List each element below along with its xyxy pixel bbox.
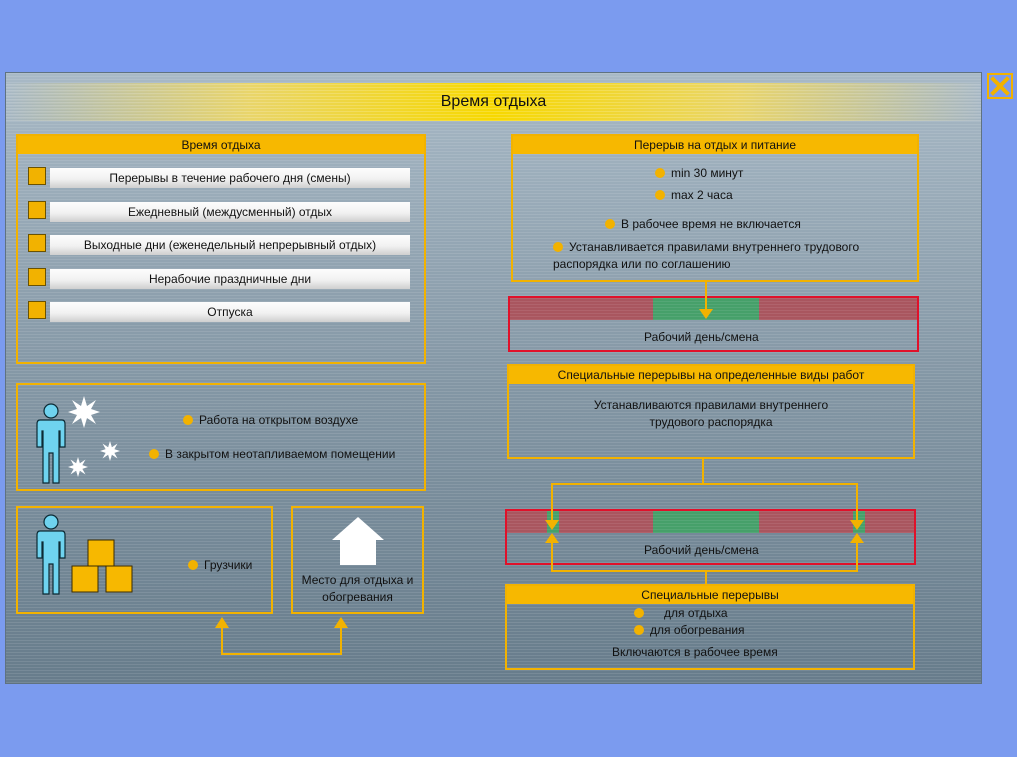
special-breaks-detail-header: Специальные перерывы: [507, 586, 913, 604]
special-breaks-header: Специальные перерывы на определенные вид…: [509, 366, 913, 384]
boxes-icon: [71, 539, 133, 593]
snowflake-icon: [100, 441, 120, 461]
bullet-icon: [655, 190, 665, 200]
bullet-icon: [183, 415, 193, 425]
rest-item-checkbox[interactable]: [28, 301, 46, 319]
work-segment: [559, 511, 653, 533]
person-icon: [36, 514, 66, 595]
meal-break-header: Перерыв на отдых и питание: [513, 136, 917, 154]
outdoor-item: Работа на открытом воздухе: [183, 413, 358, 427]
bullet-icon: [149, 449, 159, 459]
rest-item-label[interactable]: Нерабочие праздничные дни: [50, 269, 410, 289]
special-break-rest: для отдыха: [634, 606, 728, 620]
work-segment: [510, 298, 653, 320]
workday-label: Рабочий день/смена: [644, 543, 759, 557]
bullet-icon: [605, 219, 615, 229]
house-icon: [332, 517, 384, 565]
work-segment: [865, 511, 914, 533]
rest-item-holidays[interactable]: Нерабочие праздничные дни: [28, 268, 410, 289]
work-segment: [507, 511, 547, 533]
rest-time-header: Время отдыха: [18, 136, 424, 154]
workday-bar: Рабочий день/смена: [508, 296, 919, 352]
rest-item-weekends[interactable]: Выходные дни (еженедельный непрерывный о…: [28, 234, 410, 255]
close-icon: [990, 76, 1010, 96]
rest-item-checkbox[interactable]: [28, 201, 46, 219]
work-segment: [759, 511, 853, 533]
rest-place-label: Место для отдыха и обогревания: [301, 573, 414, 604]
rest-item-label[interactable]: Выходные дни (еженедельный непрерывный о…: [50, 235, 410, 255]
rest-item-breaks[interactable]: Перерывы в течение рабочего дня (смены): [28, 167, 410, 188]
rest-item-vacations[interactable]: Отпуска: [28, 301, 410, 322]
bullet-icon: [634, 608, 644, 618]
rest-item-daily[interactable]: Ежедневный (междусменный) отдых: [28, 201, 410, 222]
meal-break-not-included: В рабочее время не включается: [605, 217, 801, 231]
close-button[interactable]: [987, 73, 1013, 99]
loaders-box: Грузчики: [16, 506, 273, 614]
person-icon: [36, 403, 66, 484]
meal-break-segment: [653, 511, 759, 533]
unheated-room-item: В закрытом неотапливаемом помещении: [149, 447, 395, 461]
rest-item-checkbox[interactable]: [28, 167, 46, 185]
special-breaks-text: Устанавливаются правилами внутреннего тр…: [593, 398, 829, 429]
snowflake-icon: [68, 457, 88, 477]
workday-label: Рабочий день/смена: [644, 330, 759, 344]
rest-item-checkbox[interactable]: [28, 268, 46, 286]
bullet-icon: [655, 168, 665, 178]
rest-item-checkbox[interactable]: [28, 234, 46, 252]
loaders-item: Грузчики: [188, 558, 252, 572]
workday-bar: Рабочий день/смена: [505, 509, 916, 565]
meal-break-segment: [653, 298, 759, 320]
special-breaks-detail-box: Специальные перерывы для отдыха для обог…: [505, 584, 915, 670]
bullet-icon: [634, 625, 644, 635]
bullet-icon: [553, 242, 563, 252]
rest-item-label[interactable]: Ежедневный (междусменный) отдых: [50, 202, 410, 222]
meal-break-box: Перерыв на отдых и питание min 30 минут …: [511, 134, 919, 282]
meal-break-max: max 2 часа: [655, 188, 733, 202]
bullet-icon: [188, 560, 198, 570]
rest-time-box: Время отдыха Перерывы в течение рабочего…: [16, 134, 426, 364]
work-segment: [759, 298, 917, 320]
rest-item-label[interactable]: Отпуска: [50, 302, 410, 322]
window-title: Время отдыха: [6, 83, 981, 121]
outdoor-work-box: Работа на открытом воздухе В закрытом не…: [16, 383, 426, 491]
rest-place-box: Место для отдыха и обогревания: [291, 506, 424, 614]
meal-break-min: min 30 минут: [655, 166, 743, 180]
special-break-segment: [547, 511, 559, 533]
content-panel: Время отдыха Время отдыха Перерывы в теч…: [5, 72, 982, 684]
special-break-heating: для обогревания: [634, 623, 745, 637]
snowflake-icon: [68, 396, 100, 428]
special-break-segment: [853, 511, 865, 533]
special-breaks-box: Специальные перерывы на определенные вид…: [507, 364, 915, 459]
special-breaks-included: Включаются в рабочее время: [612, 645, 778, 659]
meal-break-rules: Устанавливается правилами внутреннего тр…: [553, 240, 860, 271]
rest-item-label[interactable]: Перерывы в течение рабочего дня (смены): [50, 168, 410, 188]
